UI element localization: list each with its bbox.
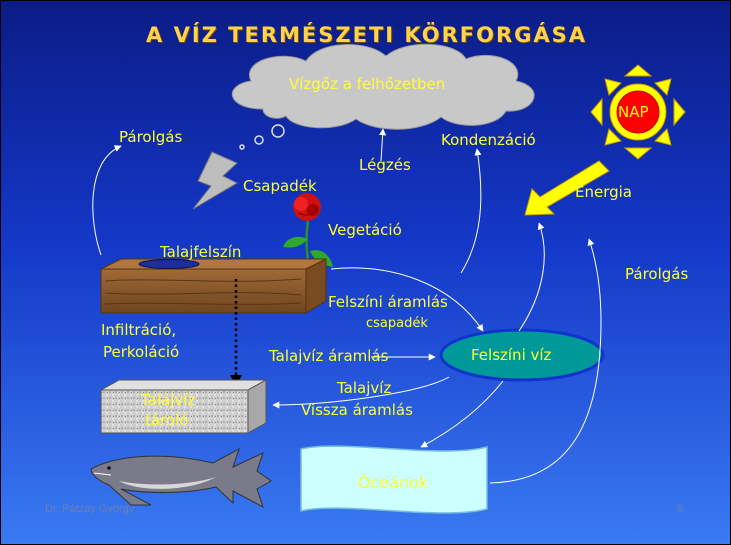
label-parolgas-left: Párolgás [119,128,183,146]
label-energia: Energia [575,183,632,201]
label-kondenzacio: Kondenzáció [441,131,536,149]
page-title: A VÍZ TERMÉSZETI KÖRFORGÁSA [146,23,587,47]
label-vizgoz: Vízgőz a felhőzetben [289,75,446,93]
shark-icon [90,447,272,509]
label-csapadek-small: csapadék [366,316,428,331]
surface-water-shape [439,328,605,382]
label-talajviz: Talajvíz [337,379,392,397]
arrow-surface-runoff [330,267,484,332]
label-nap: NAP [618,103,649,121]
arrow-return-flow [272,376,450,409]
arrow-condensation [460,148,482,274]
label-oceanok: Óceánok [358,473,429,492]
cloud-bubble-small [239,144,245,150]
arrow-respiration [379,128,387,162]
label-perkolacio: Perkoláció [103,343,180,361]
cloud-bubble-large [271,124,285,138]
label-talajfelszin: Talajfelszín [160,243,242,261]
label-parolgas-right: Párolgás [625,265,689,283]
label-felszini-aramlas: Felszíni áramlás [328,293,448,311]
footer-page-number: 8 [677,503,684,515]
label-vissza-aramlas: Vissza áramlás [301,401,413,419]
label-csapadek: Csapadék [243,177,317,195]
cloud-bubble-mid [254,135,264,145]
label-talajviz-tarolo-2: tároló [145,411,189,429]
arrow-ocean-evaporation [489,238,602,484]
label-infiltracio: Infiltráció, [101,321,177,339]
label-legzes: Légzés [359,156,411,174]
rose-icon [283,193,333,274]
label-talajviz-aramlas: Talajvíz áramlás [269,347,389,365]
arrow-surface-evaporation [518,222,545,332]
energy-arrow [524,160,610,216]
sun-icon [590,64,686,160]
cloud-shape [231,43,535,130]
arrow-to-oceans [420,380,504,448]
groundwater-storage-block [99,379,268,434]
footer-author: Dr. Pátzay György [45,503,135,515]
arrow-evaporation-left [92,145,122,256]
oceans-shape [300,445,488,514]
soil-block [100,258,327,314]
lightning-icon [192,151,239,210]
label-talajviz-tarolo-1: Talajvíz [141,391,196,409]
label-vegetacio: Vegetáció [328,221,402,239]
label-felszini-viz: Felszíni víz [471,346,552,364]
